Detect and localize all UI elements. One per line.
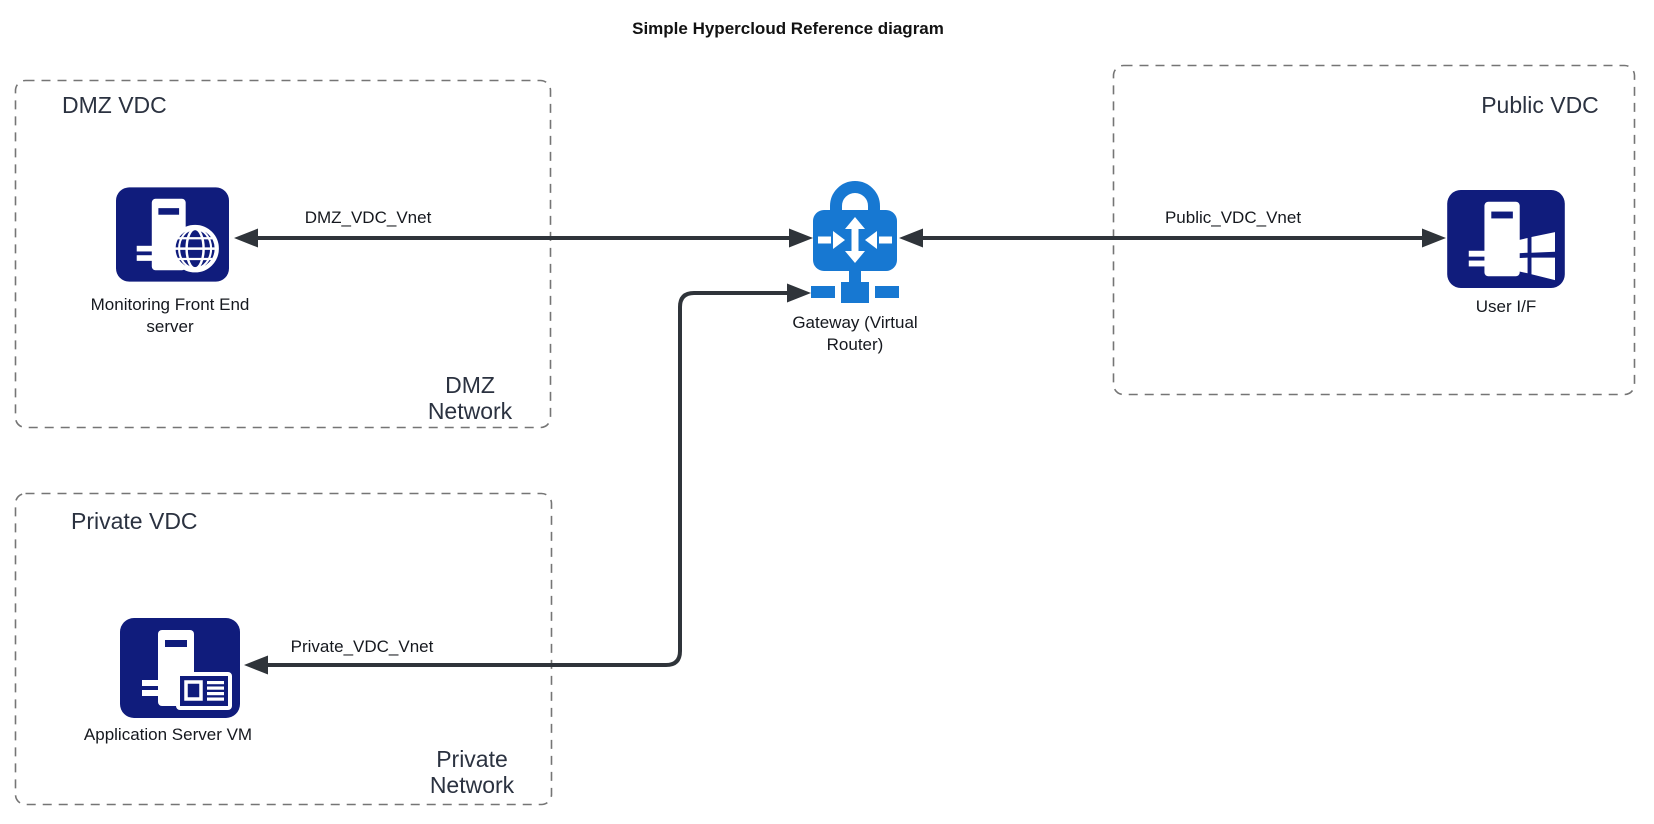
server-slot <box>165 640 187 647</box>
arrowhead-left-icon <box>244 655 268 675</box>
server-vent <box>136 255 160 261</box>
router-arrows-icon <box>818 217 892 263</box>
private-vnet-label: Private_VDC_Vnet <box>290 637 434 656</box>
user-if-label: User I/F <box>1475 297 1537 316</box>
private-vdc-box <box>14 492 553 806</box>
lock-shackle <box>830 181 880 218</box>
lock-router-network-icon <box>811 181 899 303</box>
windows-flag-icon <box>1509 232 1555 281</box>
arrowhead-right-icon <box>1422 228 1446 248</box>
server-globe-icon <box>116 187 229 282</box>
arrowhead-left-icon <box>234 228 258 248</box>
server-vent <box>1468 260 1493 267</box>
globe-icon <box>171 224 219 273</box>
private-vnet-connector <box>244 283 811 675</box>
application-server-label: Application Server VM <box>83 725 253 744</box>
server-vm-card-icon <box>120 618 240 718</box>
arrowhead-right-icon <box>789 228 813 248</box>
dmz-vdc-title: DMZ VDC <box>62 92 167 118</box>
private-vdc-title: Private VDC <box>71 508 198 534</box>
public-vdc-title: Public VDC <box>1481 92 1599 118</box>
public-vnet-label: Public_VDC_Vnet <box>1164 208 1302 227</box>
vm-card-icon <box>176 672 232 710</box>
server-tower <box>1484 201 1520 277</box>
gateway-label: Gateway (Virtual Router) <box>792 313 918 354</box>
public-vnet-connector <box>899 228 1446 248</box>
monitoring-server-label: Monitoring Front End server <box>90 295 250 336</box>
server-vent <box>1468 250 1493 257</box>
arrowhead-left-icon <box>899 228 923 248</box>
server-vent <box>136 245 160 252</box>
server-vent <box>142 690 166 696</box>
dmz-vnet-label: DMZ_VDC_Vnet <box>304 208 432 227</box>
server-vent <box>142 680 166 686</box>
server-slot <box>158 208 180 215</box>
network-glyph <box>811 271 899 303</box>
dmz-network-label: DMZ Network <box>427 372 513 424</box>
server-slot <box>1491 211 1513 219</box>
public-vdc-box <box>1112 64 1636 396</box>
dmz-vnet-connector <box>234 228 813 248</box>
server-windows-icon <box>1447 190 1565 288</box>
arrowhead-right-icon <box>787 283 811 303</box>
diagram-title: Simple Hypercloud Reference diagram <box>632 19 944 38</box>
private-network-label: Private Network <box>429 746 515 798</box>
dmz-vdc-box <box>14 79 552 429</box>
